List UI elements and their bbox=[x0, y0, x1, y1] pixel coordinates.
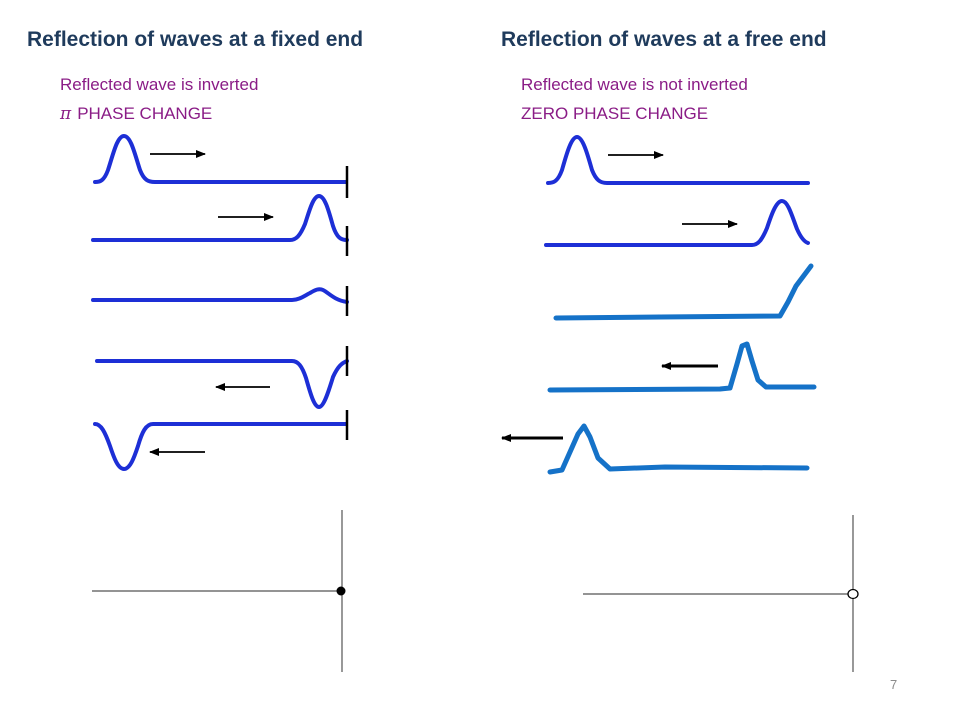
free-incident-pulse-1 bbox=[546, 135, 810, 185]
free-end-reflected-sequence bbox=[547, 263, 817, 475]
fixed-end-wave-sequence bbox=[91, 134, 349, 471]
fixed-incident-pulse-2 bbox=[91, 194, 349, 242]
free-direction-arrows bbox=[501, 151, 738, 442]
fixed-end-caption-phase: π PHASE CHANGE bbox=[60, 104, 212, 124]
phase-change-text: PHASE CHANGE bbox=[77, 104, 213, 123]
free-end-caption-not-inverted: Reflected wave is not inverted bbox=[521, 75, 748, 94]
fixed-end-schematic bbox=[92, 510, 346, 672]
fixed-end-title: Reflection of waves at a fixed end bbox=[27, 28, 364, 51]
free-incident-pulse-2 bbox=[544, 199, 810, 247]
free-pulse-at-boundary bbox=[553, 263, 814, 321]
fixed-attachment-dot bbox=[336, 586, 346, 596]
free-end-schematic bbox=[583, 515, 859, 672]
fixed-end-caption-inverted: Reflected wave is inverted bbox=[60, 75, 259, 94]
free-end-incident-sequence bbox=[544, 135, 810, 247]
page-number: 7 bbox=[890, 677, 898, 692]
free-end-caption-phase: ZERO PHASE CHANGE bbox=[521, 104, 709, 123]
free-end-title: Reflection of waves at a free end bbox=[501, 28, 827, 51]
free-reflected-pulse-2 bbox=[547, 423, 810, 475]
fixed-pulse-at-boundary bbox=[91, 287, 349, 304]
free-reflected-pulse-1 bbox=[547, 341, 817, 393]
fixed-incident-pulse-1 bbox=[93, 134, 348, 184]
free-ring-attachment bbox=[847, 588, 859, 600]
fixed-direction-arrows bbox=[149, 150, 274, 456]
fixed-reflected-pulse-2 bbox=[93, 422, 348, 471]
pi-symbol: π bbox=[60, 104, 72, 124]
fixed-reflected-pulse-1 bbox=[95, 359, 349, 409]
